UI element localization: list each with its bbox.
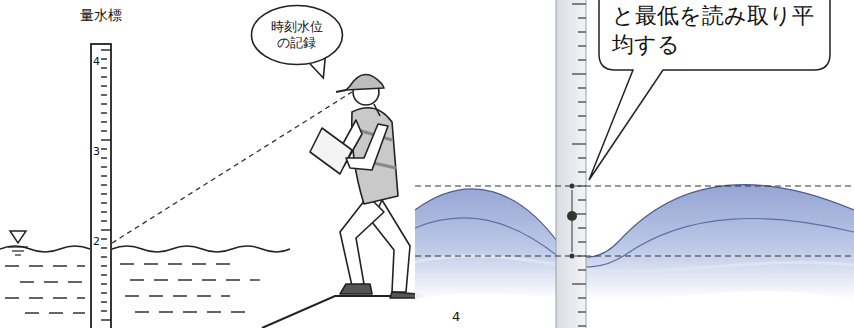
sight-line (112, 92, 352, 243)
observer (310, 74, 418, 298)
water-closeup (415, 185, 854, 300)
staff-gauge (91, 44, 111, 328)
speech-bubble: 時刻水位 の記録 (250, 4, 344, 66)
water-left (0, 231, 290, 313)
gauge-number: 2 (93, 236, 100, 247)
bank (262, 296, 425, 328)
gauge-closeup (556, 0, 586, 328)
gauge-title: 量水標 (80, 8, 122, 22)
reading-marks (567, 184, 577, 259)
callout-box: と最低を読み取り平 均する (598, 0, 831, 70)
callout-outline (589, 0, 830, 180)
page-number: 4 (452, 310, 460, 323)
note-text: 時刻水位 の記録 (269, 19, 325, 52)
gauge-number: 4 (93, 56, 100, 67)
gauge-number: 3 (93, 146, 100, 157)
note-text: と最低を読み取り平 均する (612, 2, 817, 59)
reading-lines (415, 186, 854, 256)
